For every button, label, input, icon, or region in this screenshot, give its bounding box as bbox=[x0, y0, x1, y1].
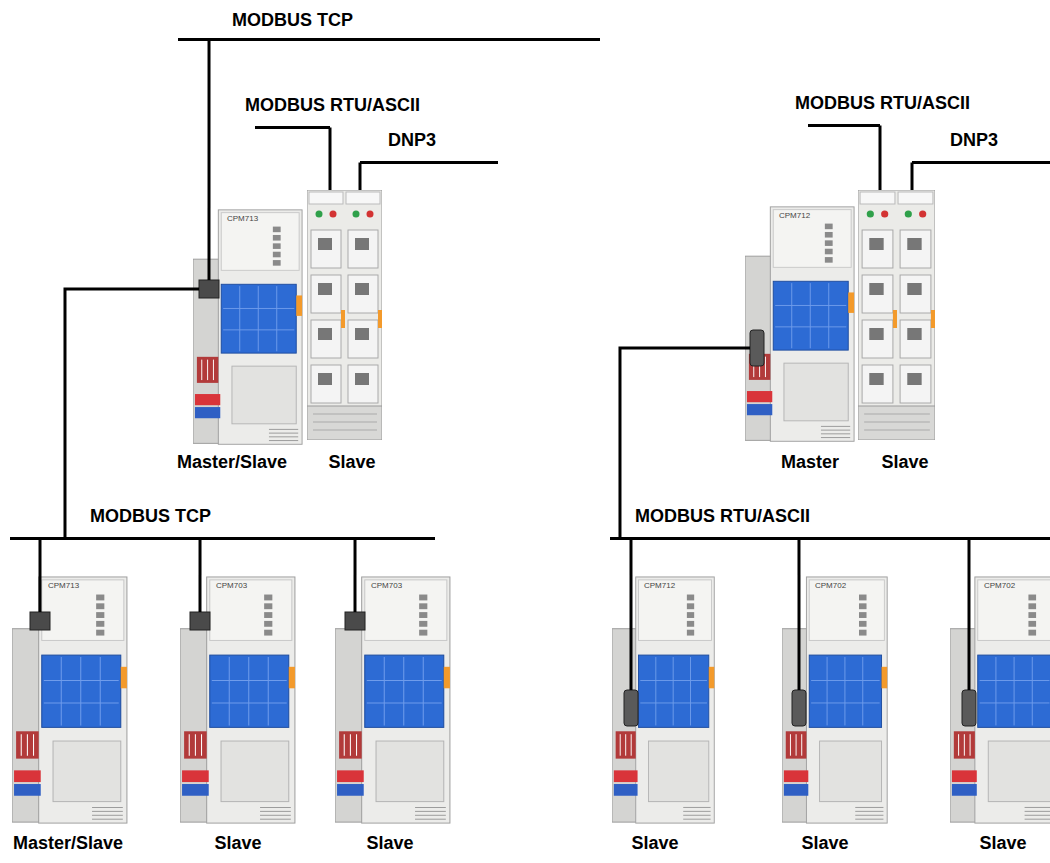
device-caption: Master/Slave bbox=[177, 452, 287, 473]
bus-connector bbox=[911, 163, 914, 191]
device-caption: Slave bbox=[801, 833, 848, 854]
model-label: CPM713 bbox=[227, 214, 258, 224]
bus-connector bbox=[208, 40, 211, 209]
bus-label: MODBUS RTU/ASCII bbox=[635, 506, 810, 527]
device-module: Slave bbox=[858, 190, 935, 440]
device-caption: Slave bbox=[328, 452, 375, 473]
cable-stub bbox=[40, 208, 969, 690]
device-module: CPM703Slave bbox=[180, 575, 298, 827]
bus-connector bbox=[797, 539, 800, 576]
device-module: CPM703Slave bbox=[335, 575, 453, 827]
device-module: CPM702Slave bbox=[950, 575, 1050, 827]
bus-label: MODBUS RTU/ASCII bbox=[795, 93, 970, 114]
device-caption: Slave bbox=[214, 833, 261, 854]
bus-connector bbox=[65, 289, 193, 539]
io-module-figure bbox=[858, 190, 935, 440]
bus-line: MODBUS RTU/ASCII bbox=[808, 124, 880, 127]
device-module: CPM713Master/Slave bbox=[193, 208, 305, 448]
device-module: CPM713Master/Slave bbox=[12, 575, 130, 827]
bus-connector bbox=[354, 539, 357, 576]
rj45-port bbox=[30, 280, 365, 630]
db9-port bbox=[624, 330, 976, 726]
model-label: CPM713 bbox=[48, 581, 79, 591]
model-label: CPM702 bbox=[815, 581, 846, 591]
bus-connector bbox=[329, 128, 332, 191]
model-label: CPM712 bbox=[779, 211, 810, 221]
bus-connector bbox=[39, 539, 42, 576]
device-module: CPM712Slave bbox=[612, 575, 717, 827]
bus-label: MODBUS RTU/ASCII bbox=[245, 95, 420, 116]
device-module: Slave bbox=[307, 190, 382, 440]
device-module: CPM702Slave bbox=[782, 575, 890, 827]
controller-figure bbox=[745, 207, 854, 441]
device-caption: Slave bbox=[881, 452, 928, 473]
bus-label: DNP3 bbox=[388, 130, 436, 151]
device-caption: Slave bbox=[366, 833, 413, 854]
bus-label: MODBUS TCP bbox=[90, 506, 211, 527]
device-caption: Slave bbox=[979, 833, 1026, 854]
bus-line: MODBUS RTU/ASCII bbox=[255, 126, 330, 129]
device-caption: Master bbox=[781, 452, 839, 473]
controller-figure bbox=[950, 577, 1050, 823]
device-caption: Slave bbox=[631, 833, 678, 854]
bus-connector bbox=[629, 539, 632, 576]
bus-connector bbox=[199, 539, 202, 576]
controller-figure bbox=[12, 577, 127, 823]
io-module-figure bbox=[307, 190, 382, 440]
bus-line: MODBUS RTU/ASCII bbox=[610, 537, 1050, 540]
bus-line: DNP3 bbox=[912, 161, 1050, 164]
bus-line: MODBUS TCP bbox=[10, 537, 435, 540]
model-label: CPM703 bbox=[216, 581, 247, 591]
controller-figure bbox=[612, 577, 714, 823]
device-module: CPM712Master bbox=[745, 205, 857, 445]
bus-label: DNP3 bbox=[950, 130, 998, 151]
bus-line: DNP3 bbox=[360, 161, 498, 164]
bus-connector bbox=[879, 126, 882, 191]
bus-line: MODBUS TCP bbox=[178, 38, 600, 41]
controller-figure bbox=[335, 577, 450, 823]
device-caption: Master/Slave bbox=[13, 833, 123, 854]
bus-label: MODBUS TCP bbox=[232, 10, 353, 31]
controller-figure bbox=[180, 577, 295, 823]
model-label: CPM703 bbox=[371, 581, 402, 591]
model-label: CPM712 bbox=[644, 581, 675, 591]
model-label: CPM702 bbox=[984, 581, 1015, 591]
bus-connector bbox=[967, 539, 970, 576]
bus-connector bbox=[359, 163, 362, 191]
